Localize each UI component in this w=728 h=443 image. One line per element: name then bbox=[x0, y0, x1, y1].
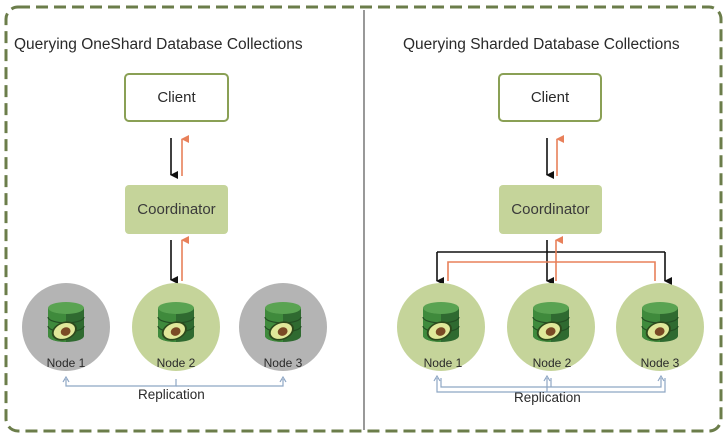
left-node-3-label: Node 3 bbox=[263, 356, 303, 370]
left-coordinator-box: Coordinator bbox=[125, 185, 228, 234]
database-cylinder-icon bbox=[532, 301, 570, 344]
database-cylinder-icon bbox=[157, 301, 195, 344]
right-node-2-label: Node 2 bbox=[532, 356, 572, 370]
database-cylinder-icon bbox=[641, 301, 679, 344]
database-cylinder-icon bbox=[422, 301, 460, 344]
left-node-1-label: Node 1 bbox=[46, 356, 86, 370]
right-coordinator-box: Coordinator bbox=[499, 185, 602, 234]
right-node-3-label: Node 3 bbox=[640, 356, 680, 370]
left-panel-title: Querying OneShard Database Collections bbox=[14, 36, 303, 53]
left-client-label: Client bbox=[157, 89, 196, 106]
left-node-2-label: Node 2 bbox=[156, 356, 196, 370]
right-client-box: Client bbox=[498, 73, 602, 122]
left-replication-label: Replication bbox=[138, 387, 205, 402]
database-cylinder-icon bbox=[264, 301, 302, 344]
right-coordinator-label: Coordinator bbox=[511, 201, 590, 218]
left-replication-lines bbox=[65, 379, 284, 387]
left-client-box: Client bbox=[124, 73, 229, 122]
left-coordinator-label: Coordinator bbox=[137, 201, 216, 218]
database-cylinder-icon bbox=[47, 301, 85, 344]
right-panel-title: Querying Sharded Database Collections bbox=[403, 36, 680, 53]
right-replication-lines bbox=[436, 378, 666, 393]
right-replication-label: Replication bbox=[514, 390, 581, 405]
right-response-fanin bbox=[447, 261, 656, 281]
outer-frame bbox=[4, 5, 723, 433]
right-node-1-label: Node 1 bbox=[423, 356, 463, 370]
right-request-fanout bbox=[437, 240, 665, 253]
right-client-label: Client bbox=[530, 89, 570, 106]
